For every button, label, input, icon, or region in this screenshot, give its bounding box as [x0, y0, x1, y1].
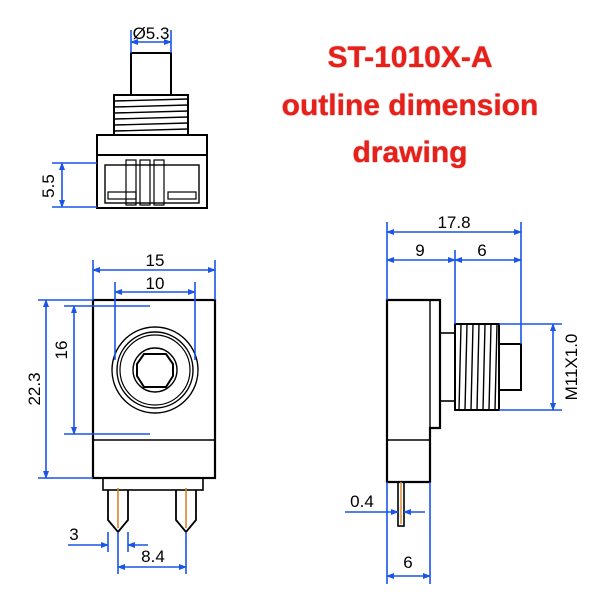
dim-button-width: 10 [146, 274, 165, 293]
top-view: Ø5.3 5.5 [39, 24, 208, 209]
side-terminal [397, 481, 405, 527]
dim-thread-length: 6 [477, 241, 486, 260]
top-thread [113, 94, 189, 136]
side-view: 17.8 9 6 M11X1.0 0.4 6 [345, 213, 581, 584]
side-thread [439, 323, 522, 411]
title-line-2: outline dimension [281, 89, 539, 122]
dim-button-diameter: Ø5.3 [133, 24, 170, 43]
dim-terminal-span: 8.4 [141, 547, 165, 566]
front-terminals [102, 477, 204, 534]
dim-terminal-offset: 6 [403, 553, 412, 572]
dim-total-length: 17.8 [437, 213, 470, 232]
dim-thread-spec: M11X1.0 [562, 334, 581, 401]
dim-body-width: 15 [146, 251, 165, 270]
dim-terminal-pitch: 3 [69, 525, 78, 544]
top-plunger [130, 52, 172, 96]
dim-body-height: 22.3 [25, 372, 44, 405]
title-line-1: ST-1010X-A [327, 41, 493, 74]
dim-body-depth: 9 [415, 241, 424, 260]
front-view: 15 10 22.3 16 3 8.4 [25, 251, 217, 574]
title-line-3: drawing [352, 136, 468, 169]
front-button [111, 326, 199, 414]
dim-button-height: 16 [52, 341, 71, 360]
side-body [385, 298, 442, 484]
dim-terminal-thickness: 0.4 [350, 492, 374, 511]
top-body [96, 134, 208, 209]
dim-top-height: 5.5 [39, 174, 58, 198]
